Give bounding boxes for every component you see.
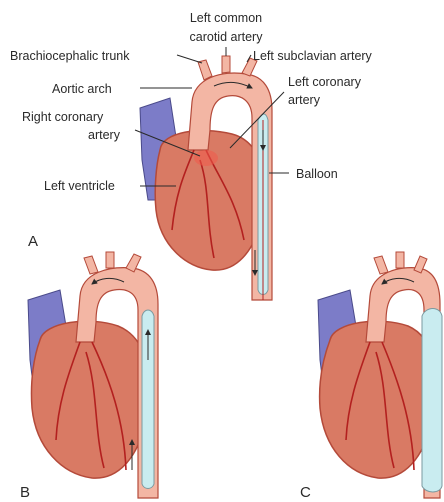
balloon-c — [422, 309, 442, 493]
panel-label-a: A — [28, 233, 38, 250]
label-left-coronary-1: Left coronary — [288, 75, 362, 89]
label-right-coronary-1: Right coronary — [22, 110, 104, 124]
panel-label-c: C — [300, 484, 311, 501]
panel-b-figure — [28, 252, 158, 498]
panel-c-figure — [318, 252, 442, 498]
coronary-flow-a — [194, 150, 218, 166]
label-left-subclavian-artery: Left subclavian artery — [253, 49, 373, 63]
label-left-common-carotid-2: carotid artery — [190, 30, 264, 44]
label-brachiocephalic-trunk: Brachiocephalic trunk — [10, 49, 130, 63]
heart-c — [320, 321, 436, 478]
label-right-coronary-2: artery — [88, 128, 121, 142]
brachiocephalic-a — [198, 60, 212, 80]
carotid-a — [222, 56, 230, 73]
label-left-common-carotid-1: Left common — [190, 11, 262, 25]
label-aortic-arch: Aortic arch — [52, 82, 112, 96]
panel-label-b: B — [20, 484, 30, 501]
label-balloon: Balloon — [296, 167, 338, 181]
label-left-coronary-2: artery — [288, 93, 321, 107]
panel-a-figure — [140, 56, 272, 300]
label-left-ventricle: Left ventricle — [44, 179, 115, 193]
